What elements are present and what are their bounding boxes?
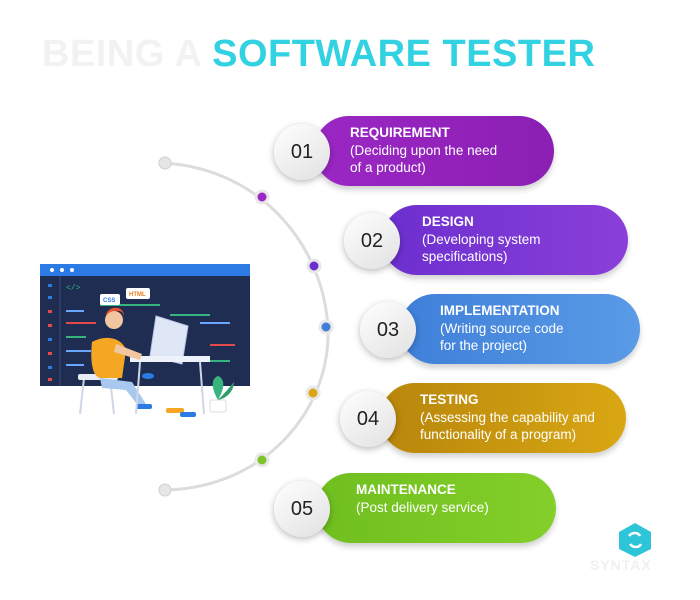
step-description: for the project) <box>440 338 528 353</box>
step-number-3: 03 <box>360 302 416 358</box>
step-text: REQUIREMENT (Deciding upon the need of a p… <box>350 124 497 177</box>
step-text: IMPLEMENTATION (Writing source code for th… <box>440 302 564 355</box>
step-text: TESTING (Assessing the capability and func… <box>420 391 595 444</box>
step-card-2: DESIGN (Developing system specifications) <box>382 205 628 275</box>
timeline-dot-3 <box>318 319 334 335</box>
step-number-2: 02 <box>344 213 400 269</box>
title-part-1: BEING A <box>42 33 202 75</box>
timeline-end-node <box>158 483 172 497</box>
step-number-5: 05 <box>274 481 330 537</box>
step-card-5: MAINTENANCE (Post delivery service) <box>316 473 556 543</box>
step-heading: MAINTENANCE <box>356 482 456 497</box>
timeline-start-node <box>158 156 172 170</box>
code-symbol: </> <box>66 284 81 293</box>
title-part-2: SOFTWARE TESTER <box>212 33 596 75</box>
window-dot-icon <box>50 268 54 272</box>
step-description: of a product) <box>350 160 426 175</box>
step-card-4: TESTING (Assessing the capability and func… <box>380 383 626 453</box>
timeline-dot-2 <box>306 258 322 274</box>
brand-name: SYNTAX <box>590 557 652 573</box>
code-lines: </> CSS HTML <box>48 276 235 386</box>
developer-illustration: </> CSS HTML <box>40 264 250 386</box>
html-tag: HTML <box>129 292 146 298</box>
css-tag: CSS <box>103 298 115 304</box>
step-heading: DESIGN <box>422 214 474 229</box>
step-description: (Deciding upon the need <box>350 142 498 158</box>
step-text: DESIGN (Developing system specifications) <box>422 213 541 266</box>
step-description: functionality of a program) <box>420 427 577 442</box>
step-heading: REQUIREMENT <box>350 125 450 140</box>
page-title: BEING A SOFTWARE TESTER <box>42 33 595 76</box>
step-description: (Post delivery service) <box>356 499 489 515</box>
step-description: (Assessing the capability and <box>420 409 595 425</box>
brand-logo-icon <box>619 523 651 557</box>
timeline-dots <box>254 189 334 468</box>
step-description: specifications) <box>422 249 508 264</box>
window-dot-icon <box>70 268 74 272</box>
step-card-1: REQUIREMENT (Deciding upon the need of a p… <box>314 116 554 186</box>
step-card-3: IMPLEMENTATION (Writing source code for th… <box>400 294 640 364</box>
step-description: (Writing source code <box>440 320 564 336</box>
timeline-dot-4 <box>305 385 321 401</box>
timeline-dot-1 <box>254 189 270 205</box>
person-icon <box>78 307 234 417</box>
step-text: MAINTENANCE (Post delivery service) <box>356 481 489 516</box>
step-heading: IMPLEMENTATION <box>440 303 560 318</box>
step-description: (Developing system <box>422 231 541 247</box>
monitor-title-bar <box>40 264 250 276</box>
step-number-4: 04 <box>340 391 396 447</box>
step-heading: TESTING <box>420 392 479 407</box>
window-dot-icon <box>60 268 64 272</box>
timeline-dot-5 <box>254 452 270 468</box>
step-number-1: 01 <box>274 124 330 180</box>
